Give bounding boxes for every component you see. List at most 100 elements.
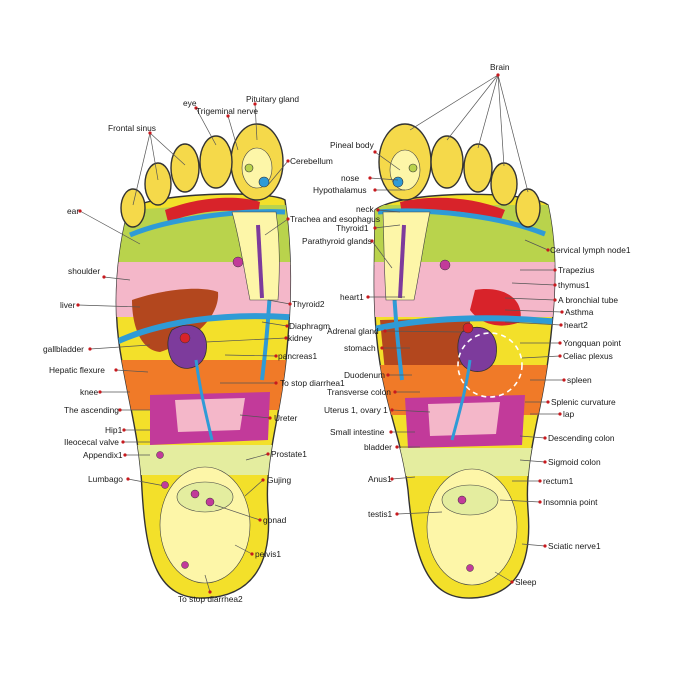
label-trachea: Trachea and esophagus bbox=[290, 214, 380, 224]
leader-dot bbox=[373, 226, 377, 230]
label-trigeminal: Trigeminal nerve bbox=[196, 106, 258, 116]
leader-line bbox=[494, 571, 513, 583]
label-prostate: Prostate1 bbox=[271, 449, 307, 459]
right-diaphragm-line bbox=[374, 315, 555, 333]
leader-line bbox=[264, 218, 289, 236]
leader-line bbox=[127, 478, 166, 487]
leader-dot bbox=[558, 341, 562, 345]
leader-dot bbox=[538, 479, 542, 483]
label-thyroid2: Thyroid2 bbox=[292, 299, 325, 309]
leader-line bbox=[103, 276, 131, 281]
leader-line bbox=[234, 544, 253, 555]
leader-dot bbox=[370, 239, 374, 243]
leader-line bbox=[244, 479, 264, 497]
leader-dot bbox=[386, 373, 390, 377]
left-toe-4 bbox=[144, 162, 172, 206]
leader-dot bbox=[261, 478, 265, 482]
leader-line bbox=[214, 504, 261, 521]
reflex-point bbox=[462, 322, 474, 334]
leader-line bbox=[224, 354, 277, 357]
leader-line bbox=[204, 574, 211, 593]
left-esophagus bbox=[256, 224, 264, 299]
right-intestine-inner bbox=[428, 402, 500, 436]
right-toe-4 bbox=[490, 162, 518, 206]
label-testis: testis1 bbox=[368, 509, 393, 519]
leader-dot bbox=[562, 378, 566, 382]
reflex-point bbox=[181, 561, 189, 569]
leader-dot bbox=[250, 552, 254, 556]
label-hip: Hip1 bbox=[105, 425, 123, 435]
label-appendix: Appendix1 bbox=[83, 450, 123, 460]
label-sciatic: Sciatic nerve1 bbox=[548, 541, 601, 551]
label-small-intestine: Small intestine bbox=[330, 427, 385, 437]
leader-dot bbox=[368, 176, 372, 180]
leader-line bbox=[132, 132, 151, 206]
leader-line bbox=[374, 151, 401, 171]
left-toe-node bbox=[258, 176, 270, 188]
label-sleep: Sleep bbox=[515, 577, 537, 587]
leader-dot bbox=[538, 500, 542, 504]
label-heart1: heart1 bbox=[340, 292, 364, 302]
label-frontal-sinus: Frontal sinus bbox=[108, 123, 156, 133]
leader-line bbox=[377, 209, 401, 213]
left-toe-node bbox=[244, 163, 254, 173]
left-heel-core bbox=[176, 481, 234, 513]
reflex-point bbox=[457, 495, 467, 505]
leader-line bbox=[519, 435, 546, 439]
leader-line bbox=[245, 453, 269, 461]
left-throat-region bbox=[231, 211, 280, 301]
leader-line bbox=[519, 459, 546, 463]
label-stop-diarrhea2: To stop diarrhea2 bbox=[178, 594, 243, 604]
leader-dot bbox=[376, 208, 380, 212]
label-hepatic-flexure: Hepatic flexure bbox=[49, 365, 105, 375]
right-labels: Brain Pineal body nose Hypothalamus neck… bbox=[302, 62, 631, 587]
label-stomach: stomach bbox=[344, 343, 376, 353]
label-insomnia: Insomnia point bbox=[543, 497, 598, 507]
reflex-point bbox=[439, 259, 451, 271]
leader-dot bbox=[253, 102, 257, 106]
leader-dot bbox=[366, 295, 370, 299]
leader-line bbox=[149, 132, 186, 166]
leader-line bbox=[477, 74, 499, 149]
leader-line bbox=[261, 321, 288, 327]
right-ureter bbox=[450, 359, 472, 441]
leader-dot bbox=[274, 354, 278, 358]
left-kidney bbox=[167, 325, 207, 369]
left-toe-5 bbox=[120, 188, 146, 228]
leader-dot bbox=[208, 590, 212, 594]
label-spleen: spleen bbox=[567, 375, 592, 385]
leader-dot bbox=[148, 131, 152, 135]
left-foot bbox=[115, 123, 292, 599]
reflex-point bbox=[190, 489, 200, 499]
leader-line bbox=[511, 282, 556, 286]
leader-line bbox=[371, 240, 393, 269]
label-gonad: gonad bbox=[263, 515, 287, 525]
leader-line bbox=[79, 210, 141, 245]
left-diaphragm-line bbox=[116, 313, 291, 348]
leader-dot bbox=[268, 416, 272, 420]
leader-dot bbox=[389, 430, 393, 434]
leader-dot bbox=[543, 436, 547, 440]
label-celiac: Celiac plexus bbox=[563, 351, 613, 361]
leader-dot bbox=[560, 310, 564, 314]
label-descending: Descending colon bbox=[548, 433, 615, 443]
label-nose: nose bbox=[341, 173, 360, 183]
leader-dot bbox=[380, 346, 384, 350]
reflex-point bbox=[161, 481, 169, 489]
label-asthma: Asthma bbox=[565, 307, 594, 317]
leader-dot bbox=[390, 477, 394, 481]
left-ureter bbox=[194, 359, 214, 441]
label-thymus: thymus1 bbox=[558, 280, 590, 290]
leader-dot bbox=[121, 440, 125, 444]
label-pineal: Pineal body bbox=[330, 140, 375, 150]
leader-dot bbox=[78, 209, 82, 213]
label-pelvis: pelvis1 bbox=[255, 549, 281, 559]
left-liver bbox=[132, 288, 219, 352]
leader-dot bbox=[373, 188, 377, 192]
label-brain: Brain bbox=[490, 62, 510, 72]
label-adrenal: Adrenal gland bbox=[327, 326, 379, 336]
label-ileocecal: Ileocecal valve bbox=[64, 437, 119, 447]
leader-dot bbox=[559, 323, 563, 327]
label-thyroid1: Thyroid1 bbox=[336, 223, 369, 233]
